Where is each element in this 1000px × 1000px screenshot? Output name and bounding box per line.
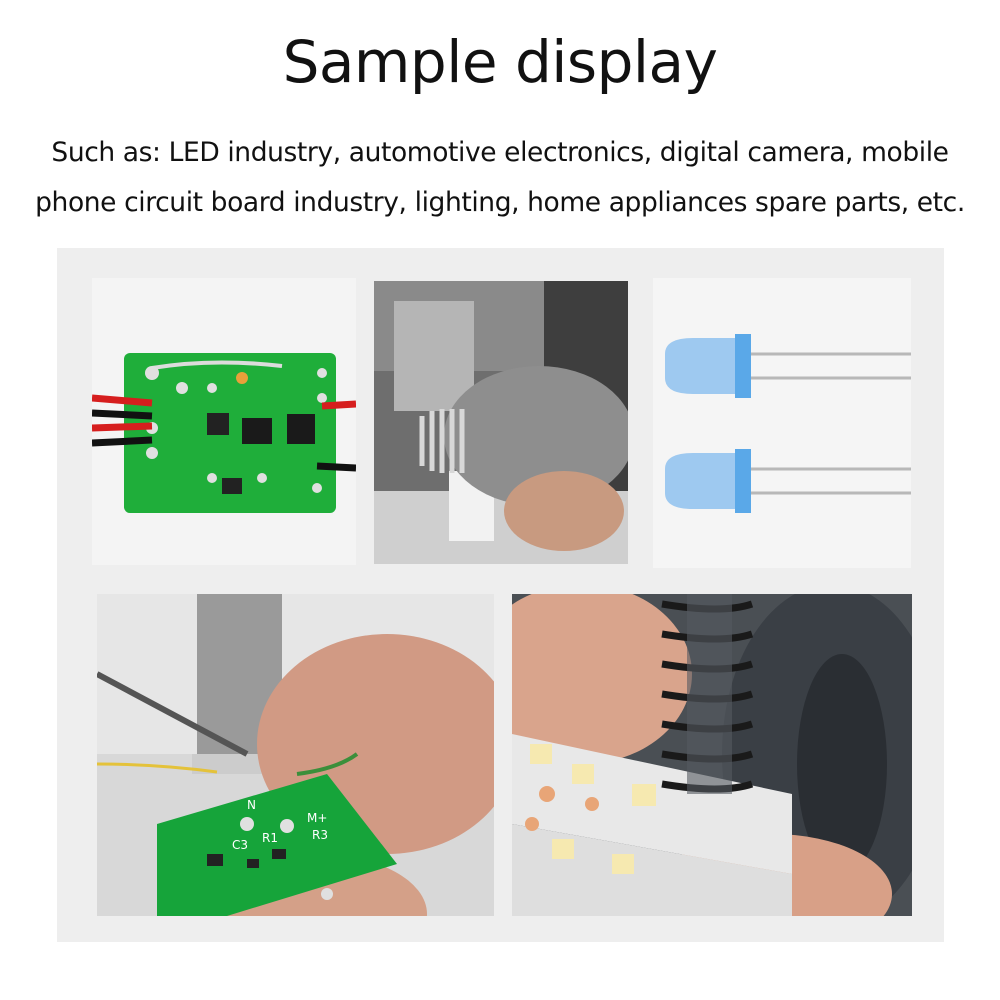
description-line-1: Such as: LED industry, automotive electr…: [51, 137, 949, 168]
sample-gallery: C3 R1 R3 M+ N: [57, 248, 944, 942]
led-diodes-photo: [653, 278, 911, 568]
pcb-label-n: N: [247, 798, 256, 812]
bulb-socket-photo: [374, 281, 628, 564]
pcb-label-r1: R1: [262, 831, 278, 845]
description-line-2: phone circuit board industry, lighting, …: [35, 187, 965, 218]
soldering-pcb-photo: C3 R1 R3 M+ N: [97, 594, 494, 916]
description: Such as: LED industry, automotive electr…: [0, 128, 1000, 228]
pcb-label-c3: C3: [232, 838, 248, 852]
pcb-photo: [92, 278, 356, 565]
pcb-label-r3: R3: [312, 828, 328, 842]
page-title: Sample display: [282, 28, 718, 96]
pcb-label-m-plus: M+: [307, 811, 327, 825]
led-strip-soldering-photo: [512, 594, 912, 916]
